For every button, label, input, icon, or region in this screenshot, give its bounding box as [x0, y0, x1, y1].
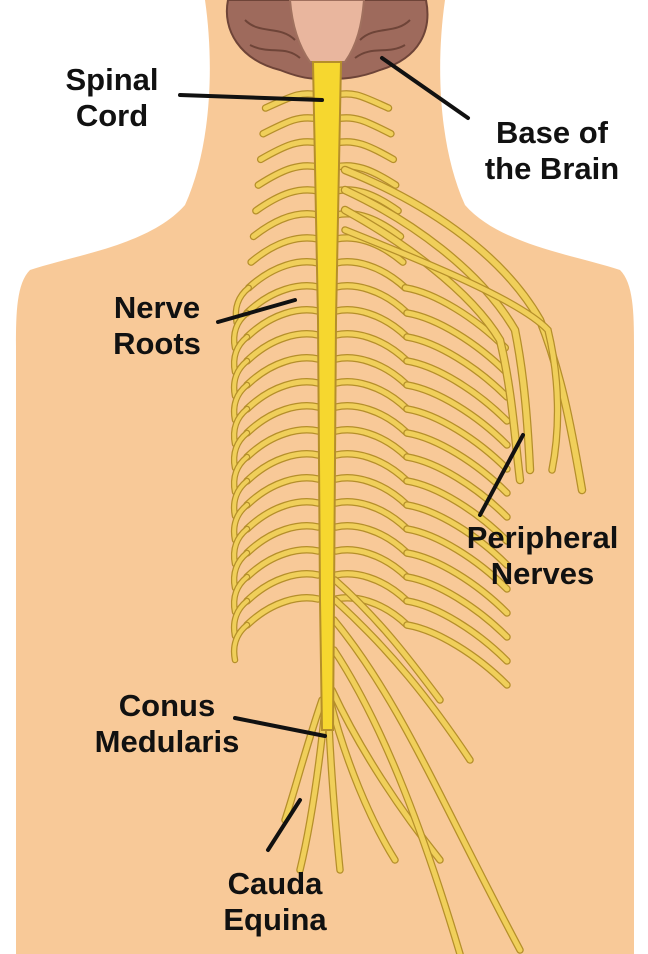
- label-nerve-roots: Nerve Roots: [92, 290, 222, 362]
- label-spinal-cord: Spinal Cord: [42, 62, 182, 134]
- label-peripheral-nerves: Peripheral Nerves: [445, 520, 640, 592]
- label-conus-medularis: Conus Medularis: [72, 688, 262, 760]
- label-cauda-equina: Cauda Equina: [200, 866, 350, 938]
- label-base-of-brain: Base of the Brain: [462, 115, 642, 187]
